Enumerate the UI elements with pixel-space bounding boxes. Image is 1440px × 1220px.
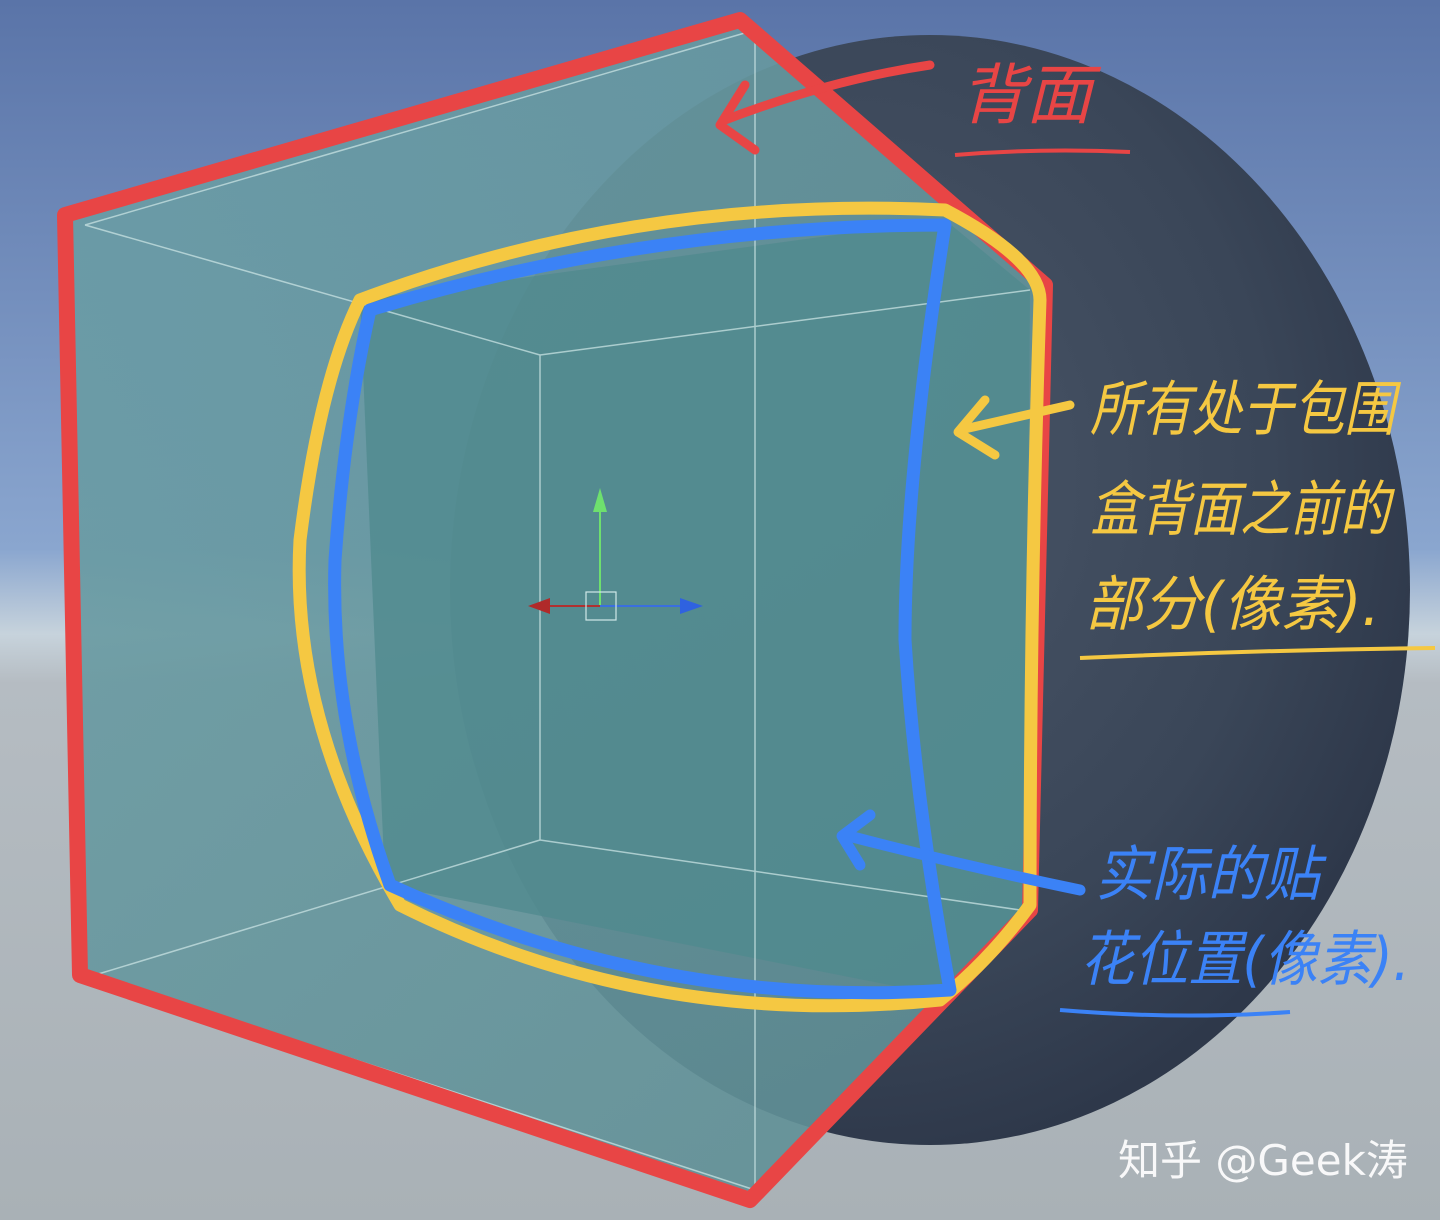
back-face-arrow-icon: [715, 60, 935, 155]
decal-arrow-icon: [836, 809, 1086, 896]
back-face-underline: [954, 148, 1131, 157]
back-face-label: 背面: [960, 57, 1102, 134]
front-region-underline: [1079, 646, 1436, 660]
front-region-label-line3: 部分(像素).: [1085, 570, 1380, 640]
transform-gizmo[interactable]: [528, 488, 703, 621]
z-axis-arrow-icon[interactable]: [680, 598, 703, 614]
front-region-outline: [292, 201, 1047, 1013]
decal-underline: [1059, 1008, 1291, 1018]
gizmo-center-handle[interactable]: [585, 591, 617, 621]
front-region-label-line1: 所有处于包围: [1090, 375, 1402, 445]
y-axis-arrow-icon[interactable]: [593, 488, 607, 512]
decal-label-line2: 花位置(像素).: [1080, 925, 1410, 995]
front-region-label-line2: 盒背面之前的: [1090, 475, 1395, 545]
decal-region-outline: [328, 218, 957, 1000]
decal-label-line1: 实际的贴: [1095, 840, 1327, 910]
x-axis-arrow-icon[interactable]: [528, 598, 550, 614]
front-region-arrow-icon: [953, 395, 1075, 460]
watermark: 知乎 @Geek涛: [1118, 1136, 1408, 1185]
